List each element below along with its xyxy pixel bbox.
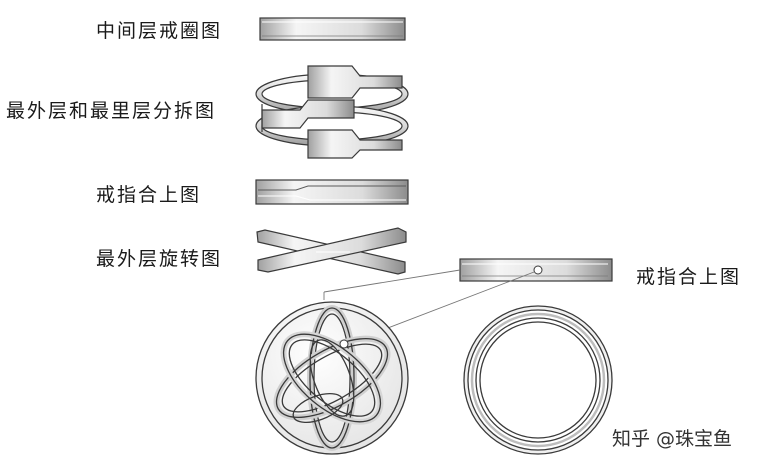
label-outer-inner-split: 最外层和最里层分拆图 — [6, 100, 217, 122]
gyro-sphere — [255, 301, 409, 455]
label-middle-layer: 中间层戒圈图 — [96, 20, 223, 42]
label-ring-closed: 戒指合上图 — [96, 184, 202, 206]
label-outer-rotation: 最外层旋转图 — [96, 248, 223, 270]
ring-closed-band — [255, 179, 409, 205]
closed-ring-top-view — [463, 305, 613, 455]
callout-band — [459, 258, 613, 282]
middle-layer-band — [259, 17, 406, 41]
label-ring-closed-right: 戒指合上图 — [636, 266, 742, 288]
split-rings — [255, 65, 409, 159]
outer-rotation-bands — [256, 227, 407, 275]
watermark: 知乎 @珠宝鱼 — [612, 428, 733, 450]
